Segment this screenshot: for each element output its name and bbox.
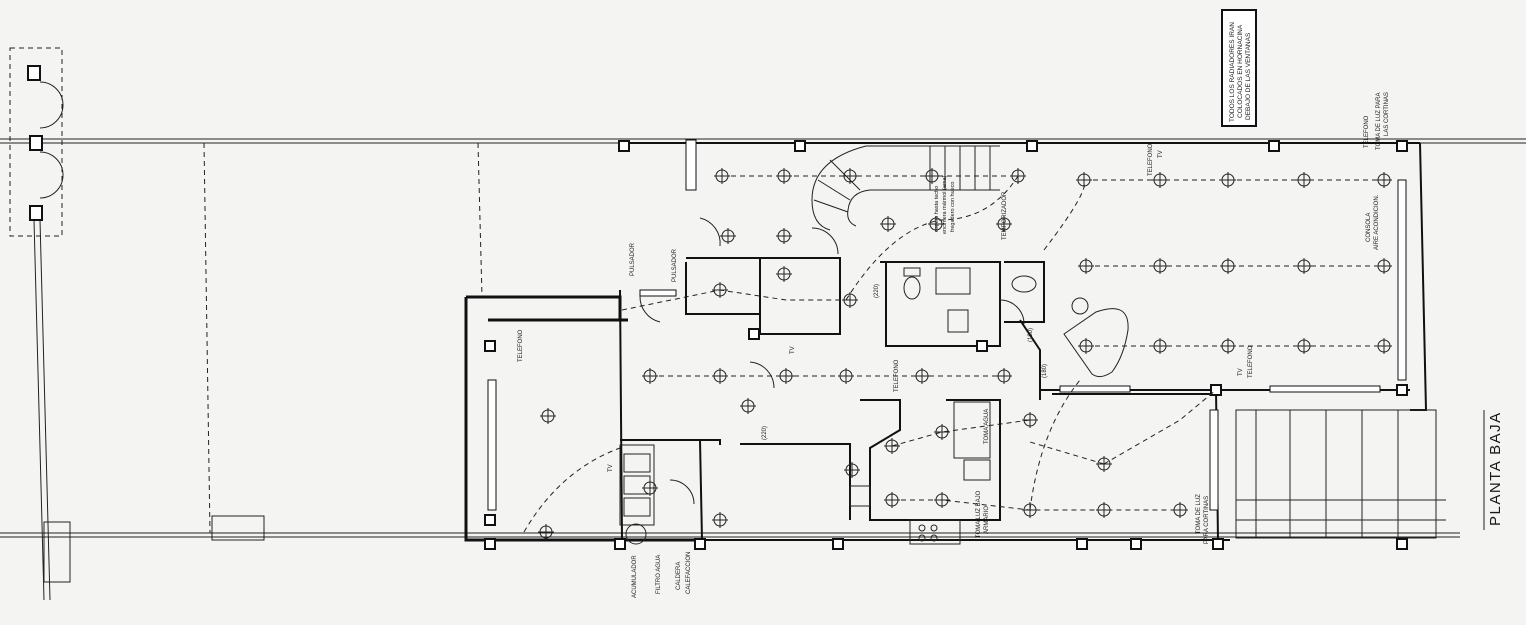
label-tv-top: TV [1158,150,1164,158]
ceiling-lights [538,168,1392,540]
door-swings [639,217,1025,505]
label-aire-acondicion: AIRE ACONDICION. [1374,194,1380,250]
label-telefono-right: TELEFONO [1248,345,1254,378]
plan-title: PLANTA BAJA [1487,411,1504,526]
mirror-note-1: espejo hasta techo [934,186,940,232]
label-pulsador-a: PULSADOR [630,242,636,276]
label-dim-180: (180) [1028,328,1034,342]
mirror-note-3: fregadero con hueco [950,182,956,232]
label-toma-agua: TOMA AGUA [984,409,990,444]
annotations: PULSADOR PULSADOR TEMPORIZADOR espejo ha… [518,92,1390,598]
label-calefaccion: CALEFACCION [686,552,692,594]
label-telefono-top-right: TELEFONO [1364,115,1370,148]
label-telefono-left: TELEFONO [518,329,524,362]
label-las-cortinas-top: LAS CORTINAS [1384,92,1390,136]
label-tv-right: TV [1238,368,1244,376]
label-temporizador: TEMPORIZADOR [1002,191,1008,240]
porch-steps [1235,409,1446,539]
bath-fixtures [903,267,1037,333]
note-line-2: COLOCADOS EN HORNACINA [1237,24,1244,118]
label-armario: ARMARIO [984,506,990,534]
label-telefono-center: TELEFONO [894,359,900,392]
label-dim-220-a: (220) [874,284,880,298]
label-pulsador-b: PULSADOR [672,248,678,282]
label-acumulador: ACUMULADOR [632,555,638,598]
label-dim-220-b: (220) [762,426,768,440]
wiring [523,175,1384,533]
radiator-note-box: TODOS LOS RADIADORES IRAN COLOCADOS EN H… [1221,9,1257,127]
piano [1063,297,1129,378]
label-consola: CONSOLA [1366,213,1372,242]
label-filtro-agua: FILTRO AGUA [656,555,662,594]
label-dim-180-b: (180) [1042,364,1048,378]
note-line-3: DEBAJO DE LAS VENTANAS [1245,32,1252,120]
staircase [811,145,1000,231]
kitchen-fixtures [619,401,991,545]
note-line-1: TODOS LOS RADIADORES IRAN [1229,22,1236,122]
windows [487,139,1407,511]
label-tv-center: TV [790,346,796,354]
label-caldera: CALDERA [676,562,682,590]
label-tv-left: TV [608,464,614,472]
label-toma-luz-bajo: TOMA LUZ BAJO [976,490,982,538]
label-toma-luz-top: TOMA DE LUZ PARA [1376,93,1382,150]
mirror-note-2: encimera mármol (ama) [942,175,948,234]
site-lines [0,138,1526,601]
columns [484,140,1408,550]
label-toma-luz-bottom: TOMA DE LUZ [1196,494,1202,534]
label-telefono-top: TELEFONO [1148,143,1154,176]
entrance-gate [9,47,265,583]
label-para-cortinas: PARA CORTINAS [1204,496,1210,544]
